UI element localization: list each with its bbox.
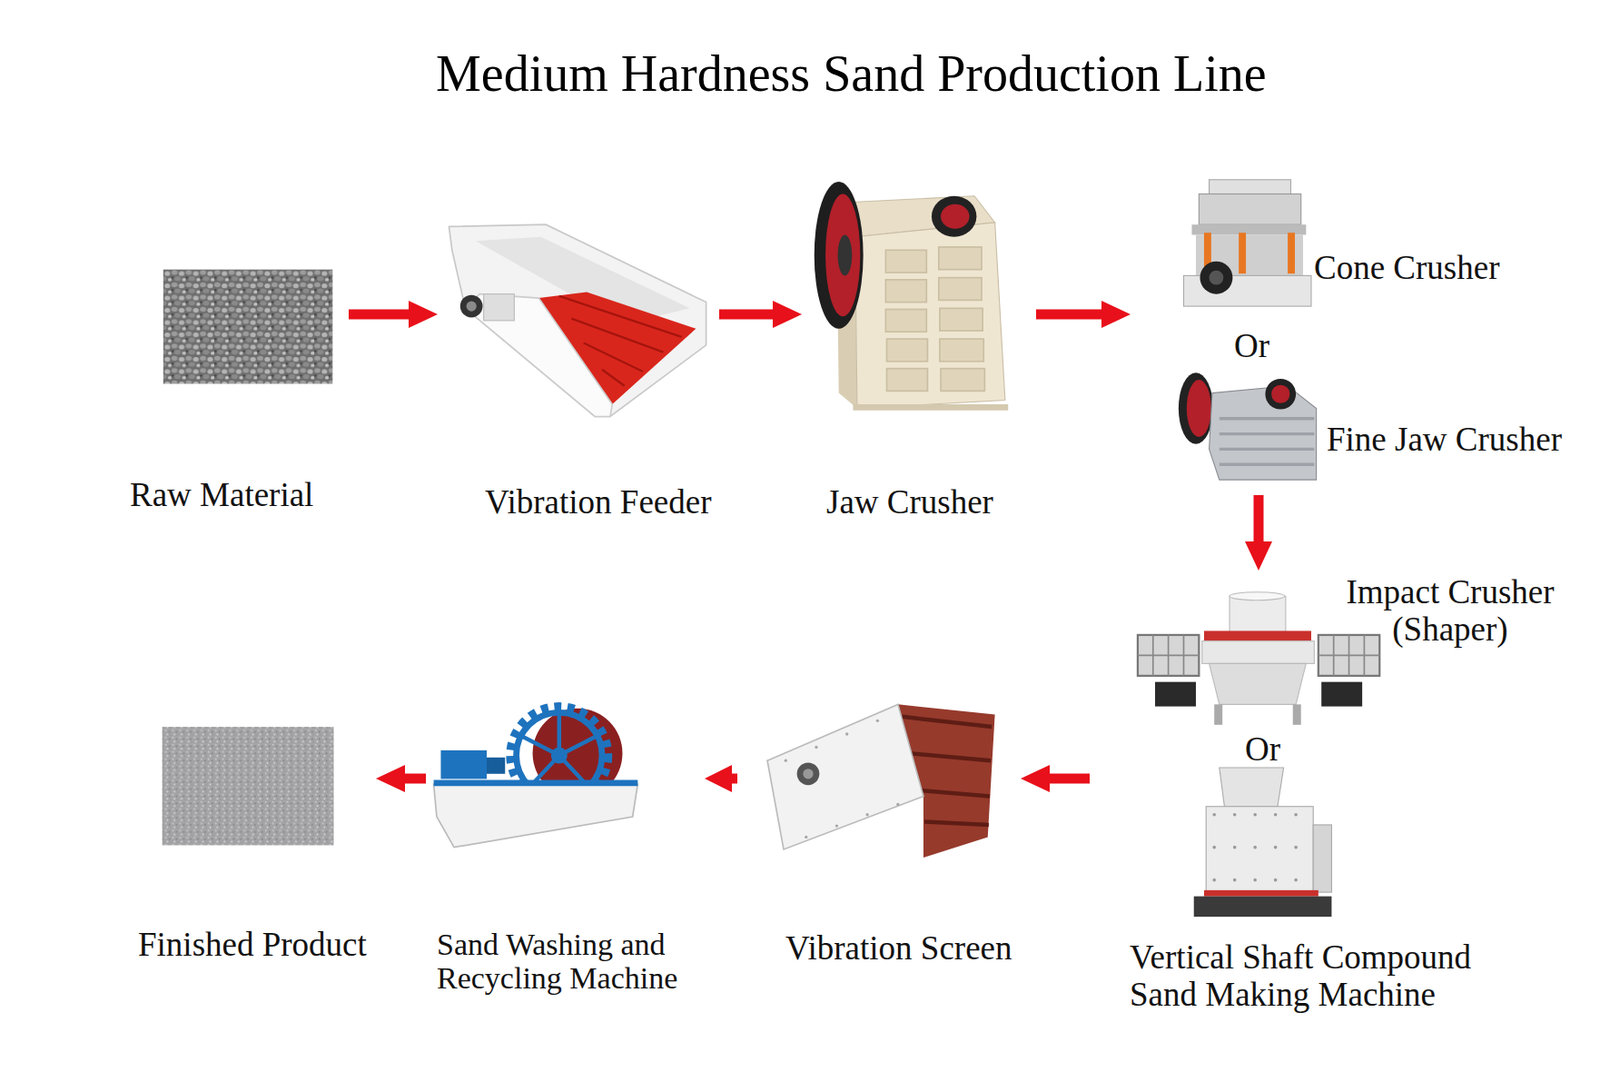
machine-node: Jaw Crusher xyxy=(812,177,1008,524)
flow-arrow xyxy=(1036,300,1131,328)
machine-label: Fine Jaw Crusher xyxy=(1326,421,1562,459)
or-label: Or xyxy=(1234,327,1270,366)
diagram-title: Medium Hardness Sand Production Line xyxy=(435,44,1267,103)
machine-label: Cone Crusher xyxy=(1313,249,1501,287)
flow-arrow xyxy=(704,764,738,792)
machine-label: Raw Material xyxy=(129,476,314,514)
machine-node: Vertical Shaft Compound Sand Making Mach… xyxy=(1125,764,1496,1018)
machine-node: Finished Product xyxy=(134,724,373,967)
flow-arrow xyxy=(348,300,438,328)
machine-label: Finished Product xyxy=(138,926,367,964)
machine-label: Sand Washing and Recycling Machine xyxy=(436,927,701,996)
flow-arrow xyxy=(375,764,426,792)
machine-node: Sand Washing and Recycling Machine xyxy=(430,701,703,1001)
flow-arrow xyxy=(1244,494,1273,571)
machine-node: Impact Crusher (Shaper) xyxy=(1130,572,1571,729)
or-label: Or xyxy=(1244,730,1281,769)
machine-node: Vibration Screen xyxy=(762,699,1019,972)
flow-arrow xyxy=(719,300,802,328)
machine-label: Jaw Crusher xyxy=(826,483,994,522)
machine-node: Cone Crusher xyxy=(1175,177,1503,321)
machine-node: Fine Jaw Crusher xyxy=(1175,367,1569,482)
machine-label: Vertical Shaft Compound Sand Making Mach… xyxy=(1129,938,1493,1013)
machine-node: Raw Material xyxy=(127,265,338,524)
machine-label: Vibration Screen xyxy=(785,929,1013,968)
machine-label: Vibration Feeder xyxy=(484,483,712,522)
machine-label: Impact Crusher (Shaper) xyxy=(1332,573,1569,648)
flow-arrow xyxy=(1020,764,1090,792)
machine-node: Vibration Feeder xyxy=(444,222,718,524)
